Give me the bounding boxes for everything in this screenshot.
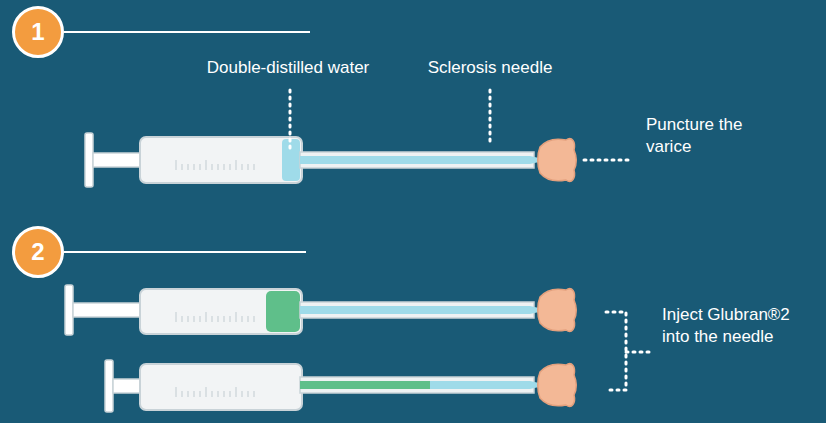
annotation-label: Inject Glubran®2 into the needle — [662, 304, 812, 348]
syringe — [105, 360, 576, 412]
leader-line — [584, 159, 630, 162]
annotation-label: Double-distilled water — [183, 57, 393, 79]
syringe — [85, 133, 576, 187]
step-number-circle: 2 — [12, 226, 64, 278]
syringe — [65, 285, 576, 335]
callout-number: 1 — [31, 20, 44, 44]
leader-line — [489, 90, 492, 146]
barrel-scale — [176, 160, 254, 397]
header-line — [64, 31, 310, 33]
leader-line — [289, 90, 292, 150]
annotation-label: Puncture the varice — [646, 114, 756, 158]
step-number-circle: 1 — [12, 6, 64, 58]
header-line — [64, 251, 306, 253]
callout-number: 2 — [31, 240, 44, 264]
annotation-label: Sclerosis needle — [405, 57, 575, 79]
bracket — [606, 312, 650, 390]
